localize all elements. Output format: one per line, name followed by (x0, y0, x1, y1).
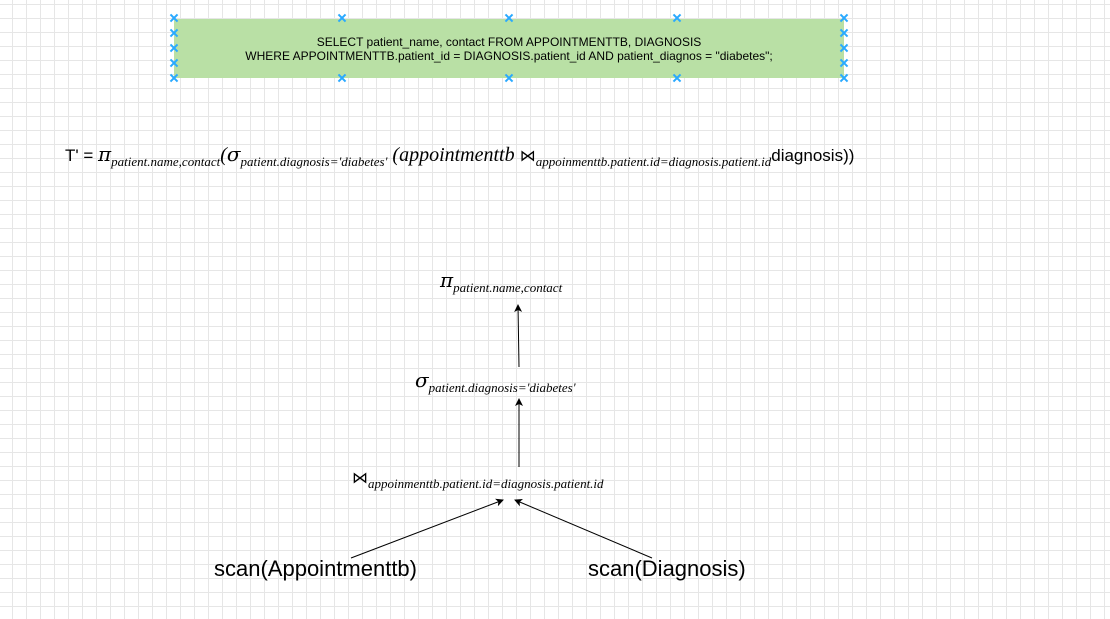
expr-pi-symbol: π (98, 142, 112, 166)
expr-sigma-subscript: patient.diagnosis='diabetes' (240, 154, 388, 169)
scan-diagnosis[interactable]: scan(Diagnosis) (588, 556, 746, 581)
edge-scanright-to-join (514, 499, 653, 559)
expr-join-subscript: appoinmenttb.patient.id=diagnosis.patien… (535, 154, 772, 169)
expr-lhs: T' = (65, 146, 99, 165)
expr-relation: appointmenttb (399, 144, 515, 166)
relational-algebra-expression[interactable]: T' = πpatient.name,contact(σpatient.diag… (65, 142, 854, 170)
tree-node-project[interactable]: πpatient.name,contact (440, 268, 562, 296)
project-symbol: π (440, 268, 454, 292)
sql-query-box[interactable]: SELECT patient_name, contact FROM APPOIN… (174, 19, 844, 78)
join-subscript: appoinmenttb.patient.id=diagnosis.patien… (368, 476, 604, 491)
project-subscript: patient.name,contact (453, 280, 563, 295)
sql-line-1: SELECT patient_name, contact FROM APPOIN… (316, 34, 702, 49)
scan-appointmenttb[interactable]: scan(Appointmenttb) (214, 556, 417, 581)
expr-open-paren-2: ( (387, 144, 400, 166)
edge-select-to-project (514, 304, 523, 368)
expr-sigma-symbol: σ (226, 142, 241, 166)
select-symbol: σ (415, 368, 429, 392)
expr-open-paren-1: ( (220, 144, 227, 166)
expr-pi-subscript: patient.name,contact (111, 154, 221, 169)
tree-node-join[interactable]: ⋈appoinmenttb.patient.id=diagnosis.patie… (352, 468, 604, 492)
select-subscript: patient.diagnosis='diabetes' (428, 380, 576, 395)
edge-scanleft-to-join (350, 498, 504, 559)
tree-node-select[interactable]: σpatient.diagnosis='diabetes' (415, 368, 576, 396)
expr-tail: diagnosis)) (771, 146, 855, 165)
join-symbol: ⋈ (352, 468, 368, 487)
expr-join-symbol: ⋈ (514, 146, 536, 165)
sql-line-2: WHERE APPOINTMENTTB.patient_id = DIAGNOS… (245, 48, 773, 63)
